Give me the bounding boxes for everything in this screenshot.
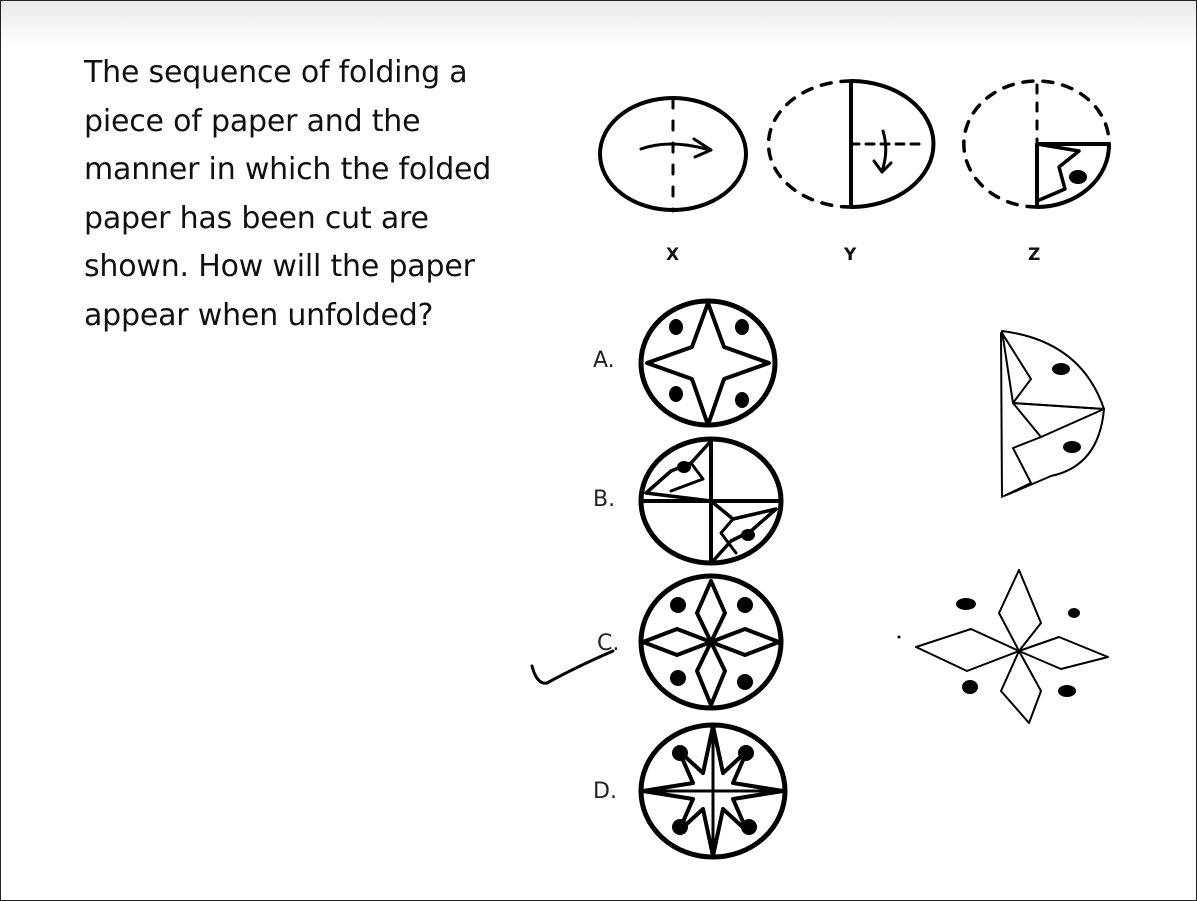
cut-hole — [1069, 170, 1087, 184]
fold-arrow-head — [872, 159, 893, 174]
option-label-b: B. — [593, 487, 616, 512]
question-line: The sequence of folding a — [84, 55, 468, 90]
fold-arrow — [880, 129, 888, 173]
question-line: manner in which the folded — [84, 152, 492, 187]
question-line: shown. How will the paper — [84, 249, 475, 284]
handdrawn-unfolded-sketch — [897, 569, 1109, 724]
figure-label-y: Y — [844, 245, 857, 265]
question-line: appear when unfolded? — [84, 297, 434, 333]
figure-label-z: Z — [1028, 245, 1041, 265]
check-mark-annotation — [530, 649, 615, 685]
fold-arrow — [639, 142, 708, 151]
handdrawn-folded-sketch — [1000, 330, 1105, 498]
fold-step-x — [598, 96, 748, 213]
title-bar-shade — [1, 1, 1196, 47]
diamond-top — [695, 579, 727, 644]
option-b-figure — [638, 436, 784, 566]
paper-outline-dashed — [962, 79, 1111, 209]
diamond-bottom — [695, 640, 727, 707]
cut-notch — [1035, 142, 1081, 203]
cut-notch-upper — [644, 439, 713, 503]
fold-step-y — [766, 79, 936, 209]
paper-half-solid — [849, 79, 936, 209]
question-text: The sequence of folding a piece of paper… — [84, 49, 554, 340]
folded-quarter — [1035, 142, 1112, 209]
diamond-right — [709, 627, 781, 657]
fold-arrow-head — [692, 137, 713, 159]
question-line: paper has been cut are — [84, 200, 429, 236]
paper-half-dashed — [766, 79, 853, 209]
option-c-figure — [638, 573, 784, 711]
question-line: piece of paper and the — [84, 103, 421, 139]
option-label-a: A. — [593, 348, 615, 373]
four-point-star — [645, 301, 771, 427]
figure-label-x: X — [666, 245, 680, 265]
option-d-figure — [638, 722, 788, 860]
diamond-left — [641, 627, 713, 657]
fold-step-z — [962, 79, 1112, 209]
option-label-d: D. — [593, 779, 617, 804]
option-a-figure — [638, 298, 778, 428]
